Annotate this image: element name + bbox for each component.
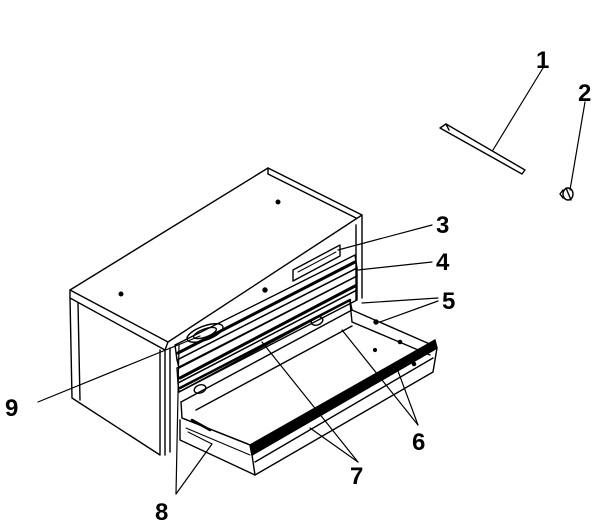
leader-6a — [341, 329, 419, 426]
callout-3: 3 — [436, 212, 449, 239]
callout-9: 9 — [5, 395, 18, 422]
callout-8: 8 — [155, 499, 168, 526]
leader-lines — [37, 67, 586, 495]
chest-body — [69, 167, 363, 456]
leader-4 — [357, 261, 433, 271]
leader-9 — [37, 335, 201, 403]
leader-2 — [569, 101, 586, 191]
callout-1: 1 — [536, 47, 549, 74]
leader-8b — [175, 443, 213, 495]
leader-1 — [492, 67, 544, 151]
callout-7: 7 — [350, 463, 363, 490]
callout-4: 4 — [436, 249, 450, 276]
leader-6b — [394, 362, 419, 426]
leader-5b — [379, 300, 439, 323]
callout-5: 5 — [442, 288, 455, 315]
callout-labels: 1 2 3 4 5 6 7 8 9 — [5, 47, 591, 526]
open-bottom-drawer — [178, 299, 438, 476]
screw-part — [559, 187, 574, 201]
latch-plate-part — [292, 244, 341, 282]
middle-drawer — [176, 275, 358, 393]
callout-2: 2 — [578, 80, 591, 107]
leader-3 — [337, 224, 433, 251]
handle-rod-part — [439, 123, 526, 175]
leader-5a — [361, 297, 439, 304]
leader-8a — [175, 344, 180, 495]
callout-6: 6 — [412, 429, 425, 456]
leader-7b — [309, 427, 359, 463]
leader-7a — [261, 341, 359, 463]
